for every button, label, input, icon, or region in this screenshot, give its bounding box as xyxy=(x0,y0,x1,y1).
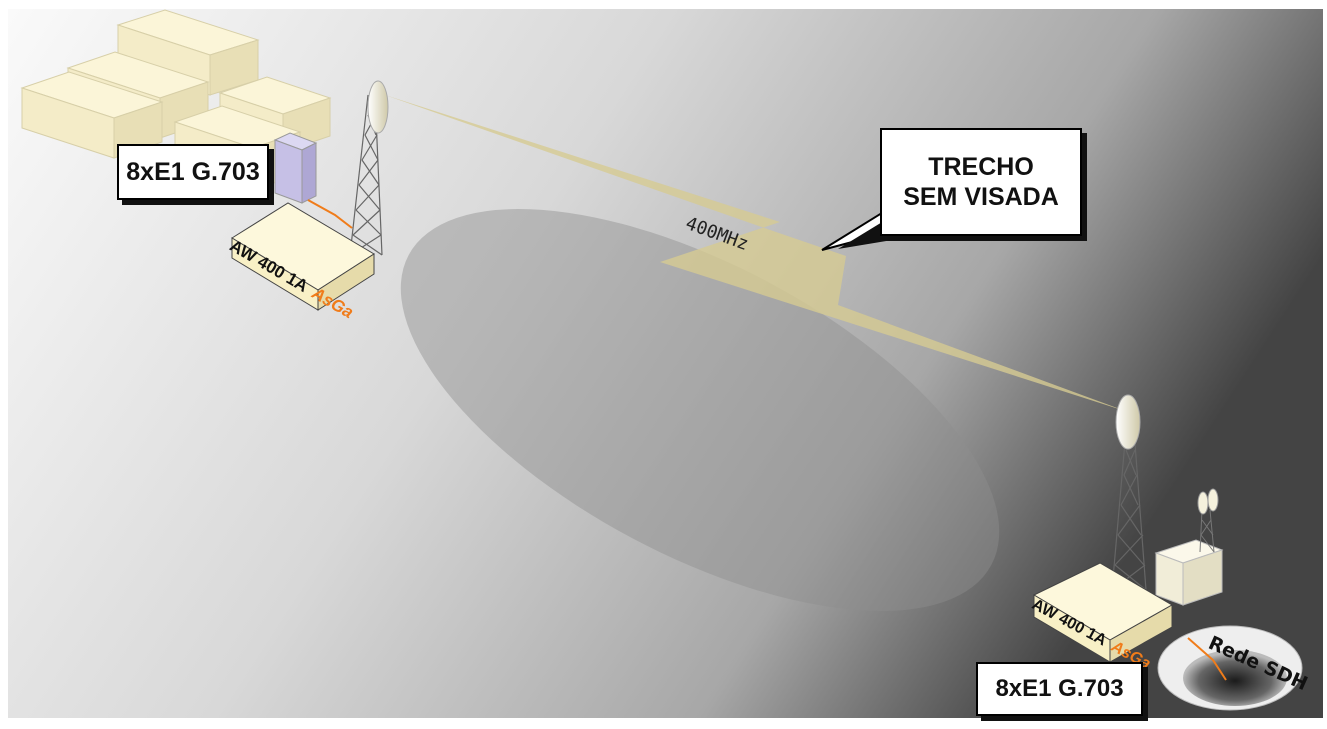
interface-label-text: 8xE1 G.703 xyxy=(126,157,260,186)
shelter-building xyxy=(1154,539,1224,606)
small-dish-icon xyxy=(1207,488,1219,512)
cable-site-b xyxy=(1187,637,1227,681)
small-mast xyxy=(1199,509,1215,553)
callout-line-1: TRECHO xyxy=(928,153,1034,181)
server-rack xyxy=(273,132,318,204)
interface-label-text: 8xE1 G.703 xyxy=(995,675,1124,702)
dish-antenna-a xyxy=(367,80,389,134)
radio-beam xyxy=(385,95,1128,412)
small-dish-icon xyxy=(1197,491,1209,515)
tower-a xyxy=(349,94,383,256)
radio-device-b xyxy=(1032,562,1174,663)
sdh-network-hole xyxy=(1183,650,1287,706)
dish-antenna-b xyxy=(1115,394,1141,450)
callout-line-2: SEM VISADA xyxy=(903,183,1059,211)
interface-label-site-b: 8xE1 G.703 xyxy=(976,662,1143,716)
obstruction-area xyxy=(400,209,1000,611)
cable-site-a xyxy=(307,199,353,229)
radio-device-a xyxy=(231,202,375,311)
interface-label-site-a: 8xE1 G.703 xyxy=(117,144,269,200)
callout-box: TRECHO SEM VISADA xyxy=(880,128,1082,236)
